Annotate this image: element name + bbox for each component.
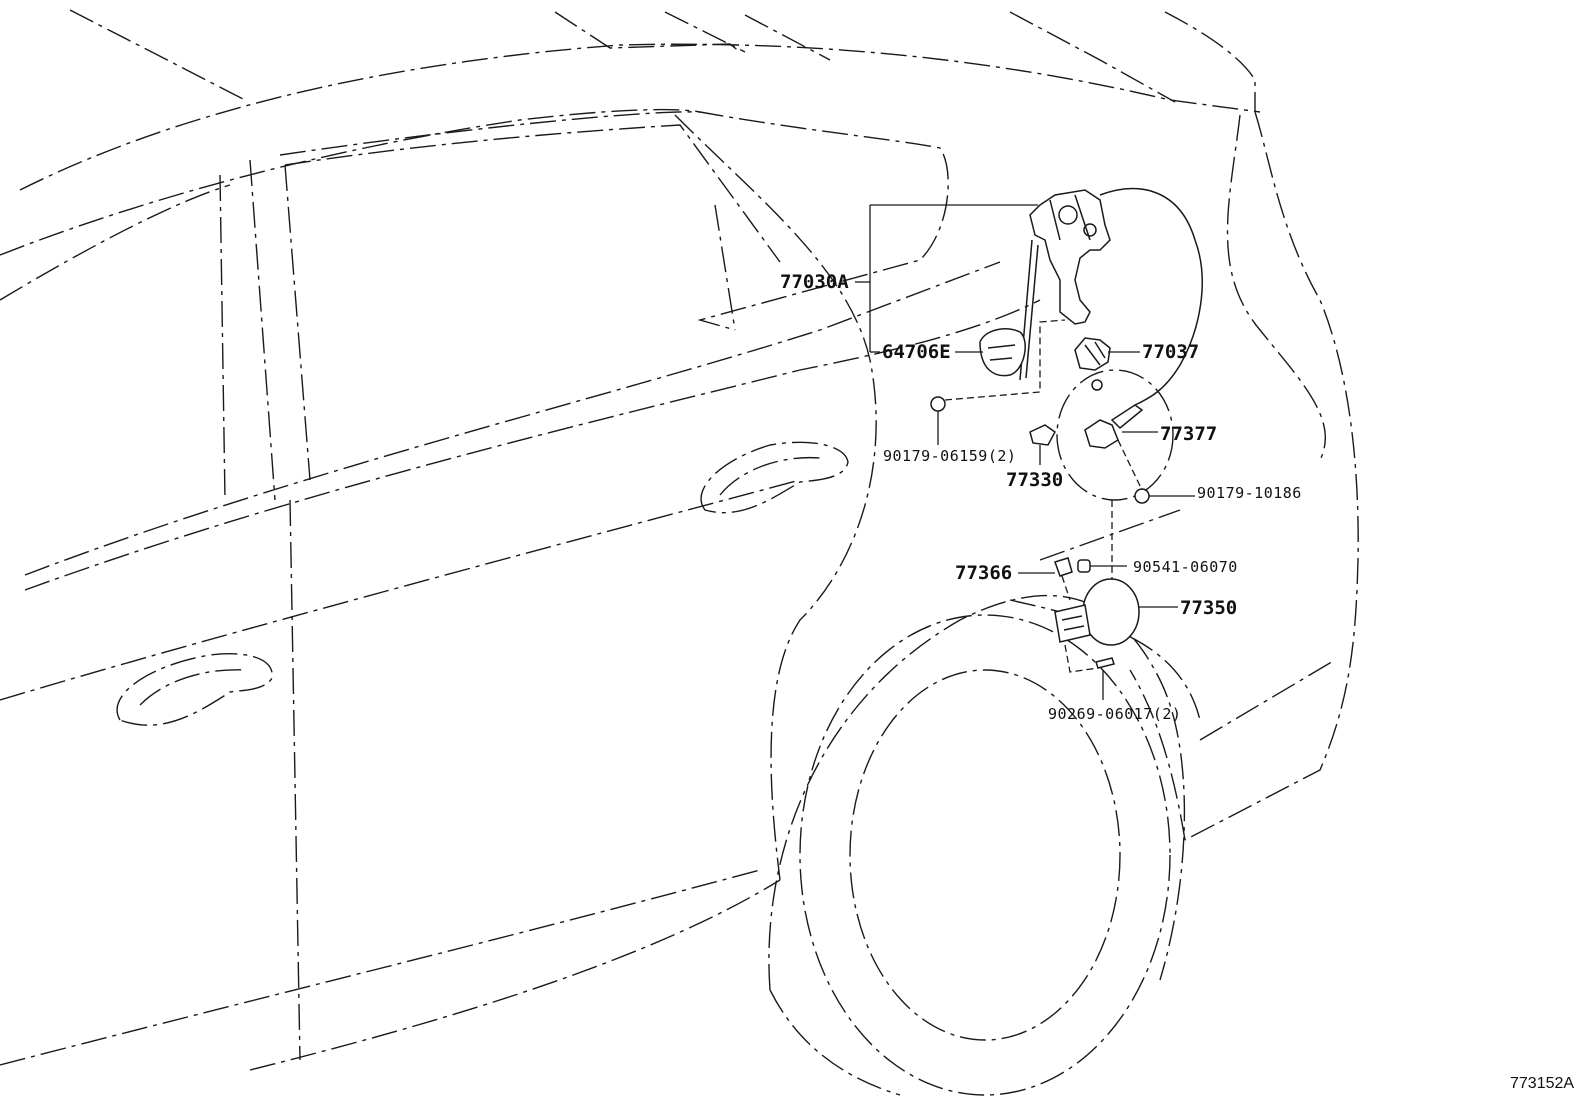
callout-77366: 77366: [955, 562, 1012, 584]
callout-77030A: 77030A: [780, 271, 849, 293]
fuel-door-opener-assembly: [979, 187, 1203, 406]
figure-id: 773152A: [1510, 1075, 1574, 1092]
car-body-outline: [0, 9, 1359, 1096]
callout-77330: 77330: [1006, 469, 1063, 491]
fuel-lid-lock-housing: [1074, 337, 1111, 371]
callout-90269-06017: 90269-06017(2): [1048, 705, 1181, 723]
spring-77366: [1054, 557, 1073, 577]
callout-90179-06159: 90179-06159(2): [883, 447, 1016, 465]
clip-90179-06159: [930, 396, 946, 412]
callout-64706E: 64706E: [882, 341, 951, 363]
callout-77037: 77037: [1142, 341, 1199, 363]
callout-77350: 77350: [1180, 597, 1237, 619]
bushing-90541-06070: [1077, 559, 1091, 573]
fuel-lid: [1054, 578, 1140, 646]
callout-labels: 77030A 64706E 77037 77377 77330 90179-06…: [780, 271, 1574, 1092]
detail-circle: [1056, 369, 1174, 501]
clip-90179-10186: [1134, 488, 1150, 504]
callout-90179-10186: 90179-10186: [1197, 484, 1302, 502]
screw-90269-06017: [1095, 657, 1115, 669]
callout-90541-06070: 90541-06070: [1133, 558, 1238, 576]
fuel-lid-stopper: [1029, 424, 1056, 446]
callout-77377: 77377: [1160, 423, 1217, 445]
leader-lines: [855, 204, 1195, 700]
lock-plunger: [1084, 379, 1144, 449]
